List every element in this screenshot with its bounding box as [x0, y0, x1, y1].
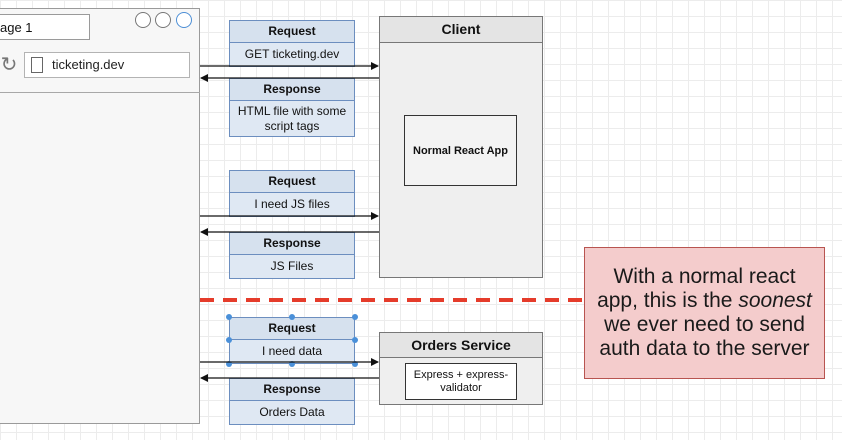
- orders-service-tech-box[interactable]: Express + express-validator: [405, 363, 517, 400]
- browser-tab-label: age 1: [0, 20, 33, 35]
- window-control-icon[interactable]: [135, 12, 151, 28]
- auth-note[interactable]: With a normal react app, this is the soo…: [584, 247, 825, 379]
- document-icon: [31, 57, 43, 73]
- reload-icon[interactable]: ↻: [0, 54, 18, 76]
- auth-note-after: we ever need to send auth data to the se…: [599, 313, 810, 360]
- response-body[interactable]: JS Files: [229, 255, 355, 279]
- url-bar[interactable]: ticketing.dev: [24, 52, 190, 78]
- auth-note-emphasis: soonest: [738, 289, 812, 312]
- selection-handle[interactable]: [226, 314, 232, 320]
- selection-handle[interactable]: [226, 361, 232, 367]
- selection-handle[interactable]: [289, 361, 295, 367]
- window-control-icon[interactable]: [176, 12, 192, 28]
- browser-tab[interactable]: age 1: [0, 14, 90, 40]
- response-header[interactable]: Response: [229, 78, 355, 101]
- auth-note-before: With a normal react app, this is the: [597, 265, 796, 312]
- selection-handle[interactable]: [352, 337, 358, 343]
- request-header[interactable]: Request: [229, 170, 355, 193]
- response-body[interactable]: HTML file with some script tags: [229, 101, 355, 137]
- selection-handle[interactable]: [289, 314, 295, 320]
- react-app-box[interactable]: Normal React App: [404, 115, 517, 186]
- auth-note-text: With a normal react app, this is the soo…: [593, 265, 816, 361]
- selection-handle[interactable]: [352, 361, 358, 367]
- selection-handle[interactable]: [352, 314, 358, 320]
- url-text: ticketing.dev: [52, 57, 125, 72]
- orders-service-title: Orders Service: [379, 332, 543, 358]
- window-control-icon[interactable]: [155, 12, 171, 28]
- response-body[interactable]: Orders Data: [229, 401, 355, 425]
- request-body[interactable]: I need data: [229, 340, 355, 364]
- request-header[interactable]: Request: [229, 20, 355, 43]
- browser-toolbar-divider: [0, 92, 200, 93]
- selection-handle[interactable]: [226, 337, 232, 343]
- client-title: Client: [379, 16, 543, 43]
